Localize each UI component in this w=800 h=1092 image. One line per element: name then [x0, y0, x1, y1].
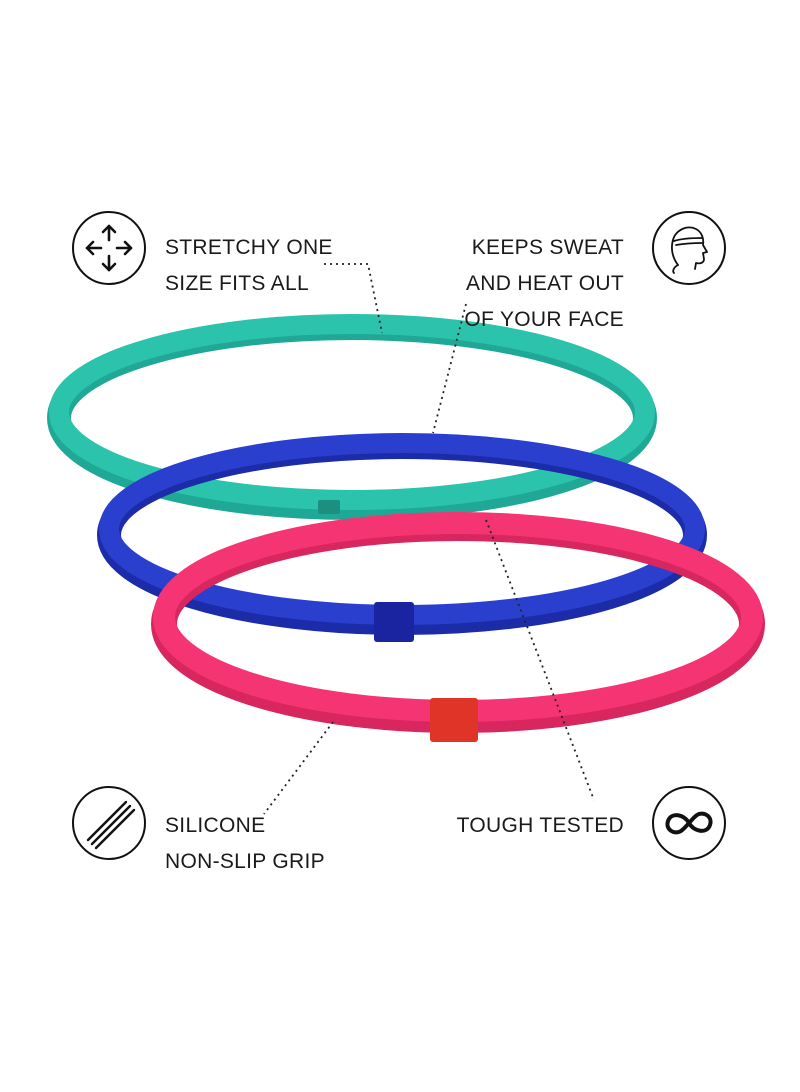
move-arrows-icon: [72, 211, 146, 285]
sweat-feature-label: KEEPS SWEAT AND HEAT OUT OF YOUR FACE: [464, 230, 624, 338]
teal-headband: [47, 314, 657, 520]
grip-line-2: NON-SLIP GRIP: [165, 850, 325, 873]
leader-lines: [263, 263, 595, 815]
sweat-line-3: OF YOUR FACE: [464, 308, 624, 331]
stretchy-line-1: STRETCHY ONE: [165, 236, 333, 259]
head-profile-icon: [652, 211, 726, 285]
blue-headband: [97, 433, 707, 642]
grip-strip-icon: [72, 786, 146, 860]
tough-feature-label: TOUGH TESTED: [457, 808, 624, 844]
sweat-line-1: KEEPS SWEAT: [471, 236, 624, 259]
tough-line-1: TOUGH TESTED: [456, 814, 624, 837]
grip-feature-label: SILICONE NON-SLIP GRIP: [165, 808, 325, 880]
grip-line-1: SILICONE: [165, 814, 266, 837]
stretchy-feature-label: STRETCHY ONE SIZE FITS ALL: [165, 230, 333, 302]
infinity-icon: [652, 786, 726, 860]
stretchy-line-2: SIZE FITS ALL: [165, 272, 309, 295]
pink-headband: [151, 512, 765, 742]
sweat-line-2: AND HEAT OUT: [465, 272, 624, 295]
